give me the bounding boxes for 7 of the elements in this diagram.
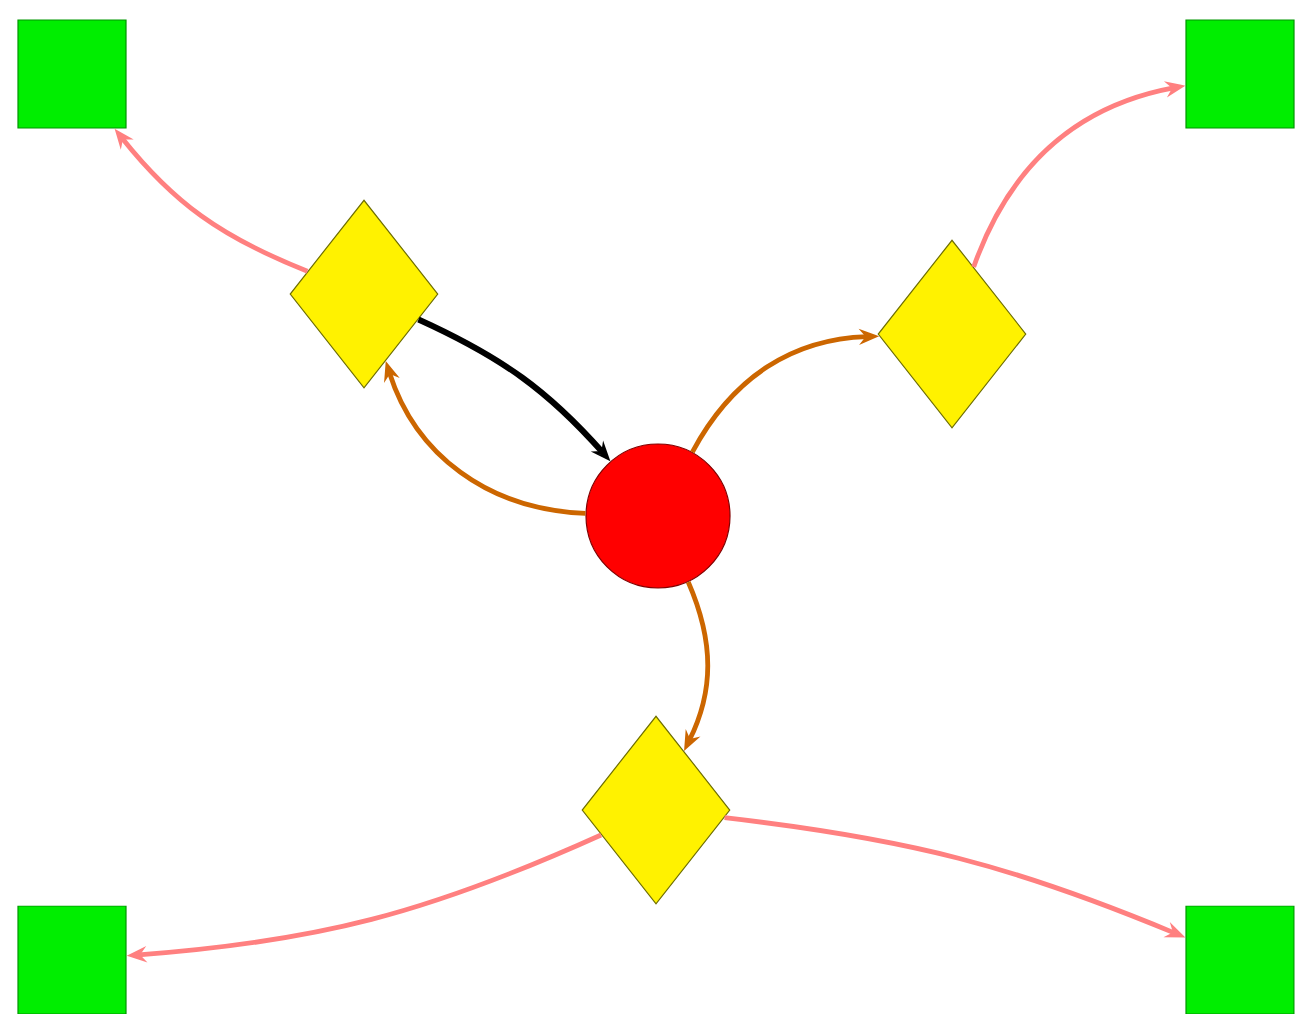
diamond	[877, 239, 1027, 429]
diamond	[581, 715, 731, 905]
square	[17, 19, 127, 129]
square	[17, 905, 127, 1014]
circle	[585, 443, 731, 589]
square	[1185, 19, 1295, 129]
diamond	[289, 199, 439, 389]
